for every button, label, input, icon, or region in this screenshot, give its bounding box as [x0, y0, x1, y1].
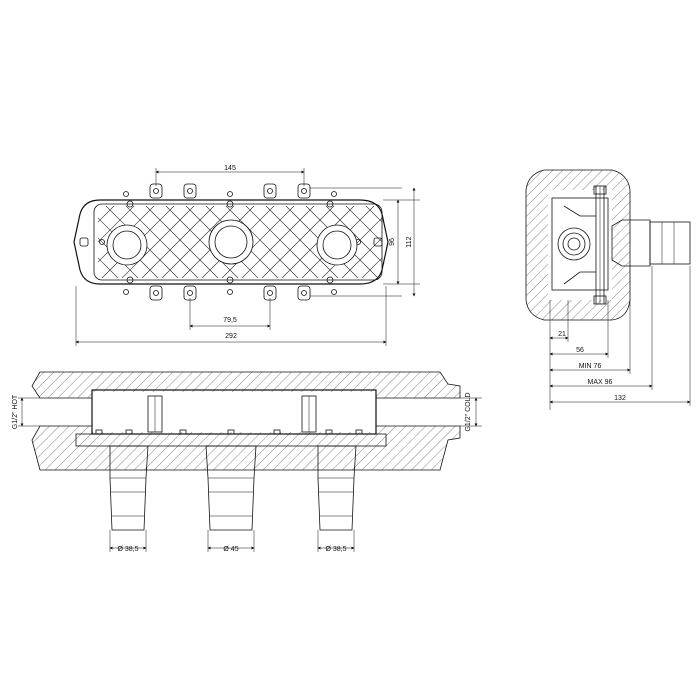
- pipe-center: [205, 445, 257, 531]
- dim-max96: MAX 96: [588, 379, 613, 386]
- section-view: G1/2" HOT G1/2" COLD Ø 38,5 Ø 45 Ø 38,5: [12, 371, 482, 553]
- mounting-ears: [149, 183, 311, 301]
- side-port: [557, 227, 591, 261]
- dim-96: 96: [389, 238, 396, 246]
- dim-21: 21: [558, 331, 566, 338]
- label-cold: G1/2" COLD: [465, 392, 472, 431]
- front-view: 145 79,5 96 112 292: [73, 165, 420, 346]
- side-view: 21 56 MIN 76 MAX 96 132: [525, 169, 691, 410]
- left-lug: [79, 237, 89, 247]
- pipe-right: [317, 445, 357, 531]
- port-left: [106, 224, 148, 266]
- pipe-left: [109, 445, 149, 531]
- dim-145: 145: [224, 165, 236, 172]
- dim-dia-center: Ø 45: [223, 546, 238, 553]
- dim-292: 292: [225, 333, 237, 340]
- dim-min76: MIN 76: [579, 363, 602, 370]
- lattice-grid: [98, 206, 382, 278]
- dim-112: 112: [406, 236, 413, 247]
- front-body-outline: [73, 199, 389, 285]
- dim-dia-left: Ø 38,5: [117, 546, 138, 553]
- wall-top: [31, 371, 461, 399]
- port-center: [208, 219, 254, 265]
- port-right: [316, 224, 358, 266]
- wall-bottom: [31, 425, 461, 471]
- screw-holes: [99, 191, 361, 295]
- dim-56: 56: [576, 347, 584, 354]
- dim-132: 132: [614, 395, 626, 402]
- dim-dia-right: Ø 38,5: [325, 546, 346, 553]
- side-pipe: [611, 219, 691, 267]
- label-hot: G1/2" HOT: [12, 394, 19, 429]
- dim-79-5: 79,5: [223, 317, 237, 324]
